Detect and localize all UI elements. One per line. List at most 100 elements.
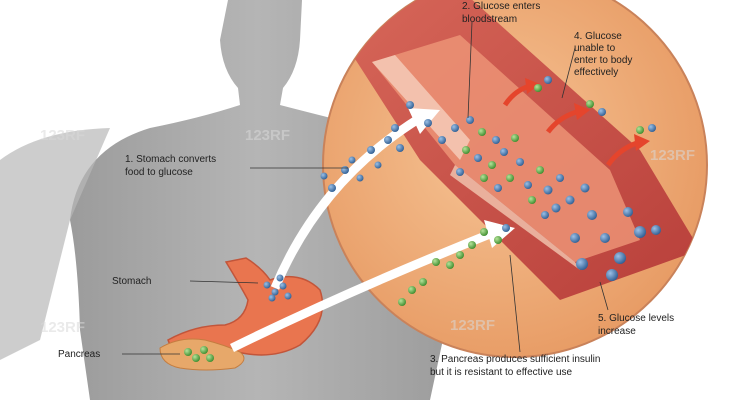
glucose-particle-blue (356, 174, 364, 182)
label-step5-line1: 5. Glucose levels (598, 313, 674, 324)
glucose-particle-green (456, 251, 464, 259)
glucose-particle-blue (541, 211, 549, 219)
glucose-particle-blue (492, 136, 500, 144)
glucose-particle-green (536, 166, 544, 174)
glucose-particle-blue (580, 183, 590, 193)
glucose-particle-blue (328, 184, 336, 192)
glucose-particle-blue (570, 233, 580, 243)
label-step3-line1: 3. Pancreas produces sufficient insulin (430, 354, 600, 365)
glucose-particle-blue (606, 269, 618, 281)
glucose-particle-green (468, 241, 476, 249)
glucose-particle-green (446, 261, 454, 269)
glucose-particle-blue (587, 210, 597, 220)
glucose-particle-blue (524, 181, 532, 189)
watermark: 123RF (40, 127, 85, 144)
glucose-particle-green (506, 174, 514, 182)
label-stomach: Stomach (112, 276, 151, 287)
glucose-particle-blue (268, 294, 276, 302)
glucose-particle-green (511, 134, 519, 142)
label-step4-line3: enter to body (574, 55, 632, 66)
label-step4-line1: 4. Glucose (574, 31, 622, 42)
glucose-particle-blue (474, 154, 482, 162)
glucose-particle-green (398, 298, 406, 306)
glucose-particle-blue (576, 258, 588, 270)
glucose-particle-blue (284, 292, 292, 300)
glucose-particle-green (184, 348, 192, 356)
glucose-particle-green (419, 278, 427, 286)
glucose-particle-green (206, 354, 214, 362)
body-silhouette (0, 0, 445, 400)
glucose-particle-blue (391, 124, 399, 132)
glucose-particle-blue (600, 233, 610, 243)
glucose-particle-blue (320, 172, 328, 180)
glucose-particle-green (478, 128, 486, 136)
glucose-particle-green (494, 236, 502, 244)
glucose-particle-blue (406, 101, 414, 109)
label-step5-line2: increase (598, 326, 636, 337)
glucose-particle-green (488, 161, 496, 169)
glucose-particle-blue (348, 156, 356, 164)
label-step4-line2: unable to (574, 43, 616, 54)
glucose-particle-blue (502, 224, 510, 232)
watermark: 123RF (40, 319, 85, 336)
glucose-particle-blue (598, 108, 606, 116)
label-step5: 5. Glucose levels increase (598, 313, 677, 337)
glucose-particle-blue (651, 225, 661, 235)
glucose-particle-green (408, 286, 416, 294)
glucose-particle-blue (648, 124, 656, 132)
glucose-particle-blue (623, 207, 633, 217)
label-pancreas: Pancreas (58, 349, 100, 360)
glucose-particle-green (586, 100, 594, 108)
glucose-particles (184, 76, 661, 362)
glucose-particle-blue (634, 226, 646, 238)
glucose-particle-blue (341, 166, 349, 174)
label-step3-line2: but it is resistant to effective use (430, 367, 573, 378)
glucose-particle-blue (263, 281, 271, 289)
glucose-particle-blue (565, 195, 575, 205)
glucose-particle-green (528, 196, 536, 204)
label-step4: 4. Glucose unable to enter to body effec… (574, 31, 635, 78)
glucose-particle-green (462, 146, 470, 154)
glucose-particle-blue (494, 184, 502, 192)
glucose-particle-blue (614, 252, 626, 264)
glucose-particle-blue (271, 288, 279, 296)
glucose-particle-blue (279, 282, 287, 290)
glucose-particle-green (200, 346, 208, 354)
label-step1-line1: 1. Stomach converts (125, 154, 216, 165)
glucose-particle-blue (551, 203, 561, 213)
glucose-particle-green (480, 228, 488, 236)
glucose-particle-blue (456, 168, 464, 176)
glucose-particle-green (480, 174, 488, 182)
glucose-particle-blue (424, 119, 432, 127)
pancreas-shape (159, 338, 245, 371)
glucose-particle-blue (367, 146, 375, 154)
glucose-particle-blue (276, 274, 284, 282)
label-step4-line4: effectively (574, 67, 618, 78)
glucose-particle-blue (374, 161, 382, 169)
label-step2: 2. Glucose enters bloodstream (462, 1, 543, 25)
glucose-particle-blue (500, 148, 508, 156)
glucose-particle-blue (543, 185, 553, 195)
glucose-particle-green (534, 84, 542, 92)
watermark: 123RF (245, 127, 290, 144)
glucose-particle-green (432, 258, 440, 266)
watermark: 123RF (450, 317, 495, 334)
glucose-particle-blue (438, 136, 446, 144)
label-step1: 1. Stomach converts food to glucose (125, 154, 219, 178)
watermark: 123RF (650, 147, 695, 164)
glucose-particle-blue (384, 136, 392, 144)
label-step3: 3. Pancreas produces sufficient insulin … (430, 354, 603, 378)
leader-lines (122, 21, 609, 355)
glucose-particle-blue (451, 124, 459, 132)
red-arrows (502, 78, 650, 167)
label-step1-line2: food to glucose (125, 167, 193, 178)
glucose-particle-blue (556, 174, 564, 182)
glucose-particle-blue (396, 144, 404, 152)
glucose-particle-blue (544, 76, 552, 84)
label-step2-line1: 2. Glucose enters (462, 1, 540, 12)
glucose-particle-green (636, 126, 644, 134)
glucose-particle-green (192, 354, 200, 362)
glucose-particle-blue (466, 116, 474, 124)
glucose-particle-blue (516, 158, 524, 166)
